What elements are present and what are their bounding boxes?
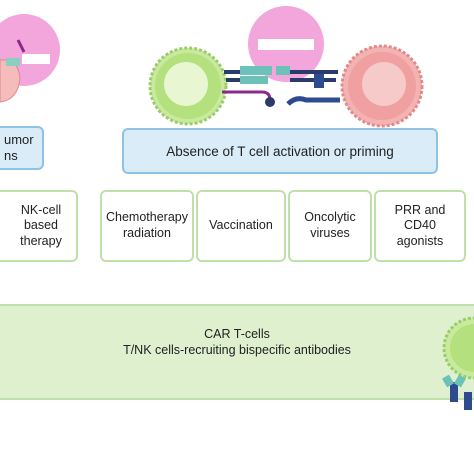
receptor-complex [222, 66, 340, 107]
band-line-bispecific: T/NK cells-recruiting bispecific antibod… [123, 343, 351, 358]
tumor-condition-box: umor ns [0, 126, 44, 170]
band-line-car-t: CAR T-cells [204, 327, 270, 341]
therapy-box-chemotherapy: Chemotherapy radiation [100, 190, 194, 262]
therapy-box-oncolytic: Oncolytic viruses [288, 190, 372, 262]
car-t-band-text: CAR T-cells T/NK cells-recruiting bispec… [0, 326, 474, 359]
t-cell-illustration [0, 6, 424, 128]
car-t-band [0, 304, 474, 400]
car-receptor-icon [442, 374, 472, 410]
minus-sign-center [258, 39, 314, 50]
therapy-label: Chemotherapy radiation [106, 210, 188, 240]
receptor-left [6, 58, 20, 66]
antigen-presenting-cell [340, 44, 424, 128]
therapy-label: Vaccination [209, 218, 273, 233]
tumor-condition-label: umor ns [4, 131, 34, 163]
therapy-label: Oncolytic viruses [304, 210, 356, 240]
therapy-box-vaccination: Vaccination [196, 190, 286, 262]
t-cell-activation-box: Absence of T cell activation or priming [122, 128, 438, 174]
therapy-label: NK-cell based therapy [20, 202, 62, 248]
therapy-box-prr-cd40: PRR and CD40 agonists [374, 190, 466, 262]
t-cell-activation-label: Absence of T cell activation or priming [166, 143, 394, 159]
therapy-label: PRR and CD40 agonists [394, 202, 446, 248]
t-cell [148, 46, 228, 126]
car-t-cell-illustration [442, 316, 474, 410]
therapy-box-nk-cell: NK-cell based therapy [0, 190, 78, 262]
minus-sign-left [22, 54, 50, 64]
